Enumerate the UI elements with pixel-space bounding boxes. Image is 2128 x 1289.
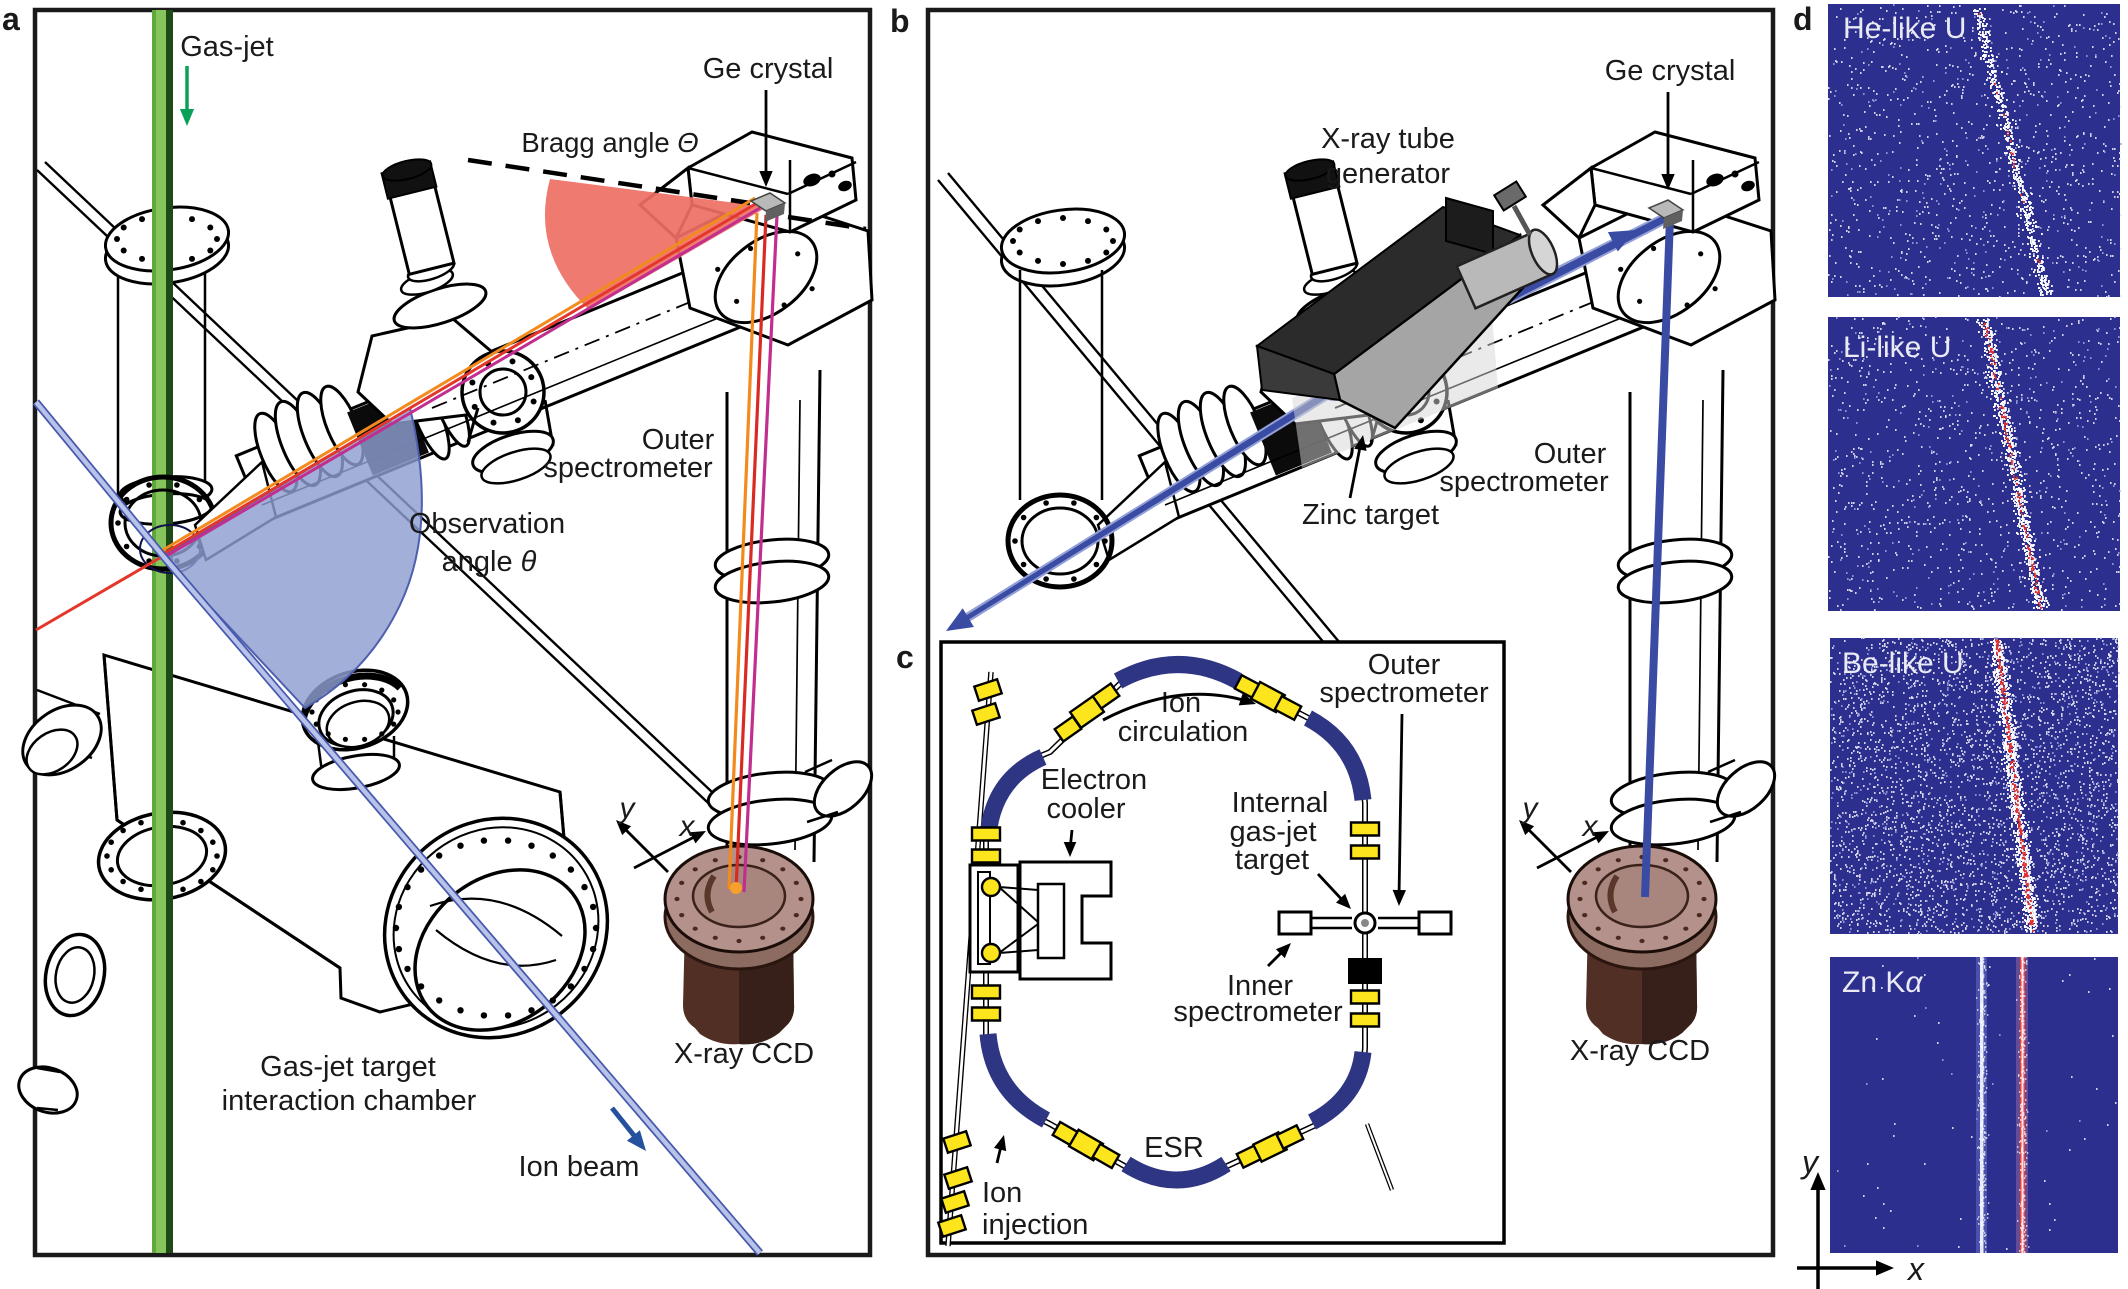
- svg-text:spectrometer: spectrometer: [1173, 996, 1343, 1028]
- svg-text:b: b: [890, 3, 910, 39]
- svg-text:y: y: [1521, 792, 1540, 825]
- svg-text:x: x: [678, 810, 696, 843]
- svg-text:Be-like U: Be-like U: [1842, 647, 1964, 680]
- svg-text:injection: injection: [982, 1209, 1088, 1241]
- svg-text:y: y: [1800, 1144, 1820, 1180]
- svg-text:Gas-jet target: Gas-jet target: [260, 1051, 436, 1083]
- svg-text:Li-like U: Li-like U: [1843, 331, 1951, 364]
- svg-text:ESR: ESR: [1144, 1132, 1204, 1164]
- svg-text:Internal: Internal: [1232, 787, 1329, 819]
- svg-text:d: d: [1793, 1, 1813, 37]
- svg-text:spectrometer: spectrometer: [543, 452, 713, 484]
- svg-text:He-like U: He-like U: [1843, 12, 1966, 45]
- svg-text:Zn Kα: Zn Kα: [1842, 966, 1923, 999]
- svg-text:cooler: cooler: [1047, 793, 1126, 825]
- svg-text:Observation: Observation: [409, 508, 565, 540]
- svg-text:spectrometer: spectrometer: [1319, 677, 1489, 709]
- svg-text:spectrometer: spectrometer: [1439, 466, 1609, 498]
- svg-text:Ge crystal: Ge crystal: [703, 53, 834, 85]
- svg-text:Ion: Ion: [1161, 687, 1201, 719]
- svg-text:gas-jet: gas-jet: [1229, 816, 1316, 848]
- svg-text:X-ray CCD: X-ray CCD: [674, 1038, 814, 1070]
- svg-text:Outer: Outer: [642, 424, 715, 456]
- svg-text:a: a: [2, 1, 20, 37]
- svg-text:Electron: Electron: [1041, 764, 1147, 796]
- svg-text:X-ray CCD: X-ray CCD: [1570, 1035, 1710, 1067]
- svg-text:Outer: Outer: [1534, 438, 1607, 470]
- svg-text:y: y: [618, 792, 637, 825]
- svg-text:angle θ: angle θ: [442, 546, 537, 578]
- svg-text:Zinc target: Zinc target: [1302, 499, 1439, 531]
- svg-text:x: x: [1581, 810, 1599, 843]
- svg-text:Gas-jet: Gas-jet: [180, 31, 273, 63]
- svg-text:Bragg angle Θ: Bragg angle Θ: [521, 127, 698, 158]
- svg-text:Inner: Inner: [1227, 970, 1293, 1002]
- svg-text:Ion: Ion: [982, 1177, 1022, 1209]
- svg-text:X-ray tube: X-ray tube: [1321, 123, 1455, 155]
- svg-text:Ge crystal: Ge crystal: [1605, 55, 1736, 87]
- svg-text:circulation: circulation: [1118, 716, 1249, 748]
- svg-text:c: c: [896, 639, 914, 675]
- svg-text:generator: generator: [1326, 158, 1450, 190]
- svg-text:target: target: [1235, 844, 1309, 876]
- svg-text:interaction chamber: interaction chamber: [222, 1085, 477, 1117]
- svg-text:Outer: Outer: [1368, 649, 1441, 681]
- svg-text:Ion beam: Ion beam: [519, 1151, 640, 1183]
- svg-text:x: x: [1906, 1251, 1925, 1287]
